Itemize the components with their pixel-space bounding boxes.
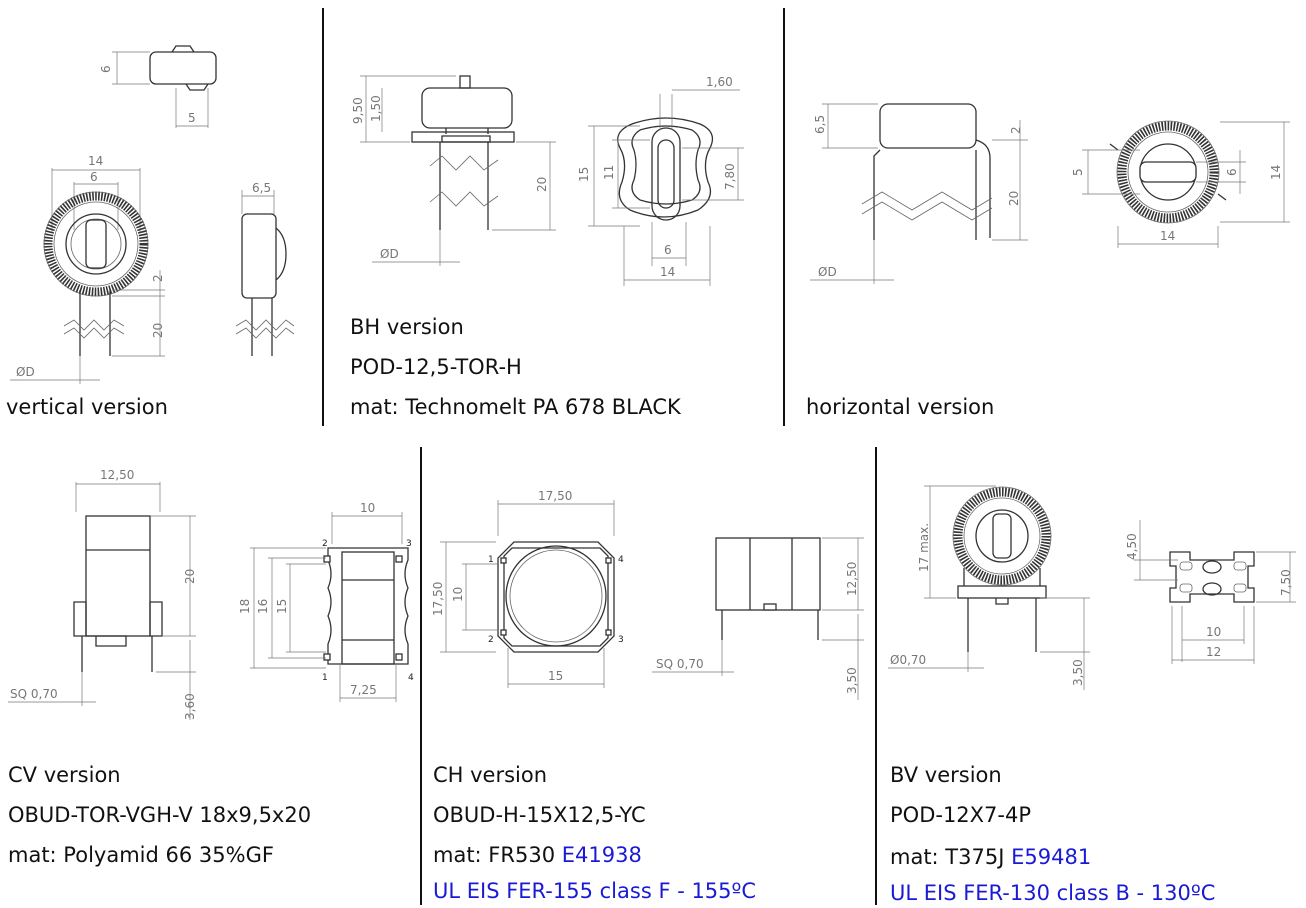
dim-vertical-6b: 6: [90, 170, 98, 184]
dim-ch-10: 10: [451, 587, 465, 602]
dim-bh-6: 6: [664, 243, 672, 257]
dim-ch-15: 15: [548, 669, 563, 683]
dim-cv-16: 16: [256, 599, 270, 614]
bv-version-material: mat: T375J E59481: [890, 843, 1091, 872]
separator-bottom-1: [420, 447, 422, 905]
dim-ch-1750h: 17,50: [538, 489, 572, 503]
dim-cv-1250: 12,50: [100, 468, 134, 482]
dim-cv-18: 18: [238, 599, 252, 614]
dim-horizontal-65: 6,5: [813, 115, 827, 134]
dim-cv-20: 20: [183, 569, 197, 584]
dim-bh-20: 20: [535, 177, 549, 192]
dim-bv-450: 4,50: [1125, 533, 1139, 560]
ch-pin-3: 3: [618, 635, 624, 645]
ch-pin-4: 4: [618, 555, 624, 565]
dim-bh-150: 1,50: [369, 95, 383, 122]
dim-bv-17max: 17 max.: [917, 523, 931, 572]
dim-bh-780: 7,80: [723, 163, 737, 190]
cv-pin-1: 1: [322, 673, 328, 683]
dim-ch-1250: 12,50: [845, 562, 859, 596]
ch-version-material: mat: FR530 E41938: [433, 841, 642, 870]
dim-cv-sq: SQ 0,70: [10, 687, 58, 701]
dim-vertical-diam: ØD: [16, 365, 35, 379]
dim-bv-12: 12: [1206, 645, 1221, 659]
bh-version-drawing: 9,50 1,50 20 ØD 1,60 15 11 7,80 6 14: [351, 75, 744, 286]
dim-vertical-20: 20: [151, 323, 165, 338]
dim-bv-10: 10: [1206, 625, 1221, 639]
dim-ch-sq: SQ 0,70: [656, 657, 704, 671]
dim-cv-15: 15: [275, 599, 289, 614]
dim-horizontal-5: 5: [1071, 168, 1085, 176]
ch-pin-1: 1: [488, 555, 494, 565]
ch-insulation-class: UL EIS FER-155 class F - 155ºC: [433, 879, 757, 903]
bh-version-part: POD-12,5-TOR-H: [350, 355, 522, 379]
dim-vertical-2: 2: [151, 274, 165, 282]
dim-horizontal-2: 2: [1009, 126, 1023, 134]
cv-pin-4: 4: [408, 673, 414, 683]
ch-version-part: OBUD-H-15X12,5-YC: [433, 803, 646, 827]
vertical-version-drawing: 6 5 14 6 2 20 ØD 6,5: [10, 45, 295, 384]
bv-ul-file-number: E59481: [1011, 845, 1092, 869]
dim-vertical-14: 14: [88, 154, 103, 168]
dim-bh-14: 14: [660, 265, 675, 279]
dim-horizontal-6: 6: [1225, 168, 1239, 176]
dim-vertical-65: 6,5: [252, 181, 271, 195]
dim-bh-15: 15: [577, 167, 591, 182]
dim-bh-160: 1,60: [706, 75, 733, 89]
bh-version-material: mat: Technomelt PA 678 BLACK: [350, 395, 681, 419]
bh-version-title: BH version: [350, 315, 464, 339]
vertical-version-caption: vertical version: [6, 395, 168, 419]
separator-bottom-2: [875, 447, 877, 905]
dim-cv-725: 7,25: [350, 683, 377, 697]
dim-horizontal-14v: 14: [1269, 165, 1283, 180]
dim-bv-350: 3,50: [1071, 659, 1085, 686]
dim-horizontal-20: 20: [1007, 191, 1021, 206]
dim-bh-950: 9,50: [351, 97, 365, 124]
dim-bh-11: 11: [602, 165, 616, 180]
dim-cv-10: 10: [360, 501, 375, 515]
bv-insulation-class: UL EIS FER-130 class B - 130ºC: [890, 881, 1216, 905]
separator-top-1: [322, 8, 324, 426]
bv-version-title: BV version: [890, 763, 1002, 787]
ch-version-drawing: 17,50 1 4 2 3 17,50 10 15 12,50 3,50 SQ …: [431, 489, 864, 700]
horizontal-version-drawing: 6,5 2 20 ØD 5 6 14 14: [810, 103, 1290, 284]
bv-version-drawing: 17 max. 3,50 Ø0,70 4,50 7,50 10 12: [888, 485, 1296, 690]
ch-version-title: CH version: [433, 763, 548, 787]
ch-pin-2: 2: [488, 635, 494, 645]
dim-bv-750: 7,50: [1279, 569, 1293, 596]
dim-bh-diam: ØD: [380, 247, 399, 261]
cv-version-part: OBUD-TOR-VGH-V 18x9,5x20: [8, 803, 312, 827]
cv-version-drawing: 12,50 20 3,60 SQ 0,70 10 2 3 1 4 18 16: [8, 468, 414, 720]
cv-version-material: mat: Polyamid 66 35%GF: [8, 843, 274, 867]
cv-pin-2: 2: [322, 539, 328, 549]
dim-ch-1750v: 17,50: [431, 582, 445, 616]
dim-vertical-6: 6: [99, 65, 113, 73]
separator-top-2: [783, 8, 785, 426]
dim-bv-070: Ø0,70: [890, 653, 926, 667]
dim-horizontal-diam: ØD: [818, 265, 837, 279]
bv-material-name: mat: T375J: [890, 845, 1005, 869]
dim-cv-360: 3,60: [183, 693, 197, 720]
dim-vertical-5: 5: [188, 111, 196, 125]
dim-ch-350: 3,50: [845, 667, 859, 694]
horizontal-version-caption: horizontal version: [806, 395, 995, 419]
ch-material-name: mat: FR530: [433, 843, 556, 867]
ch-ul-file-number: E41938: [561, 843, 642, 867]
bv-version-part: POD-12X7-4P: [890, 803, 1032, 827]
dim-horizontal-14h: 14: [1160, 229, 1175, 243]
cv-pin-3: 3: [406, 539, 412, 549]
cv-version-title: CV version: [8, 763, 121, 787]
